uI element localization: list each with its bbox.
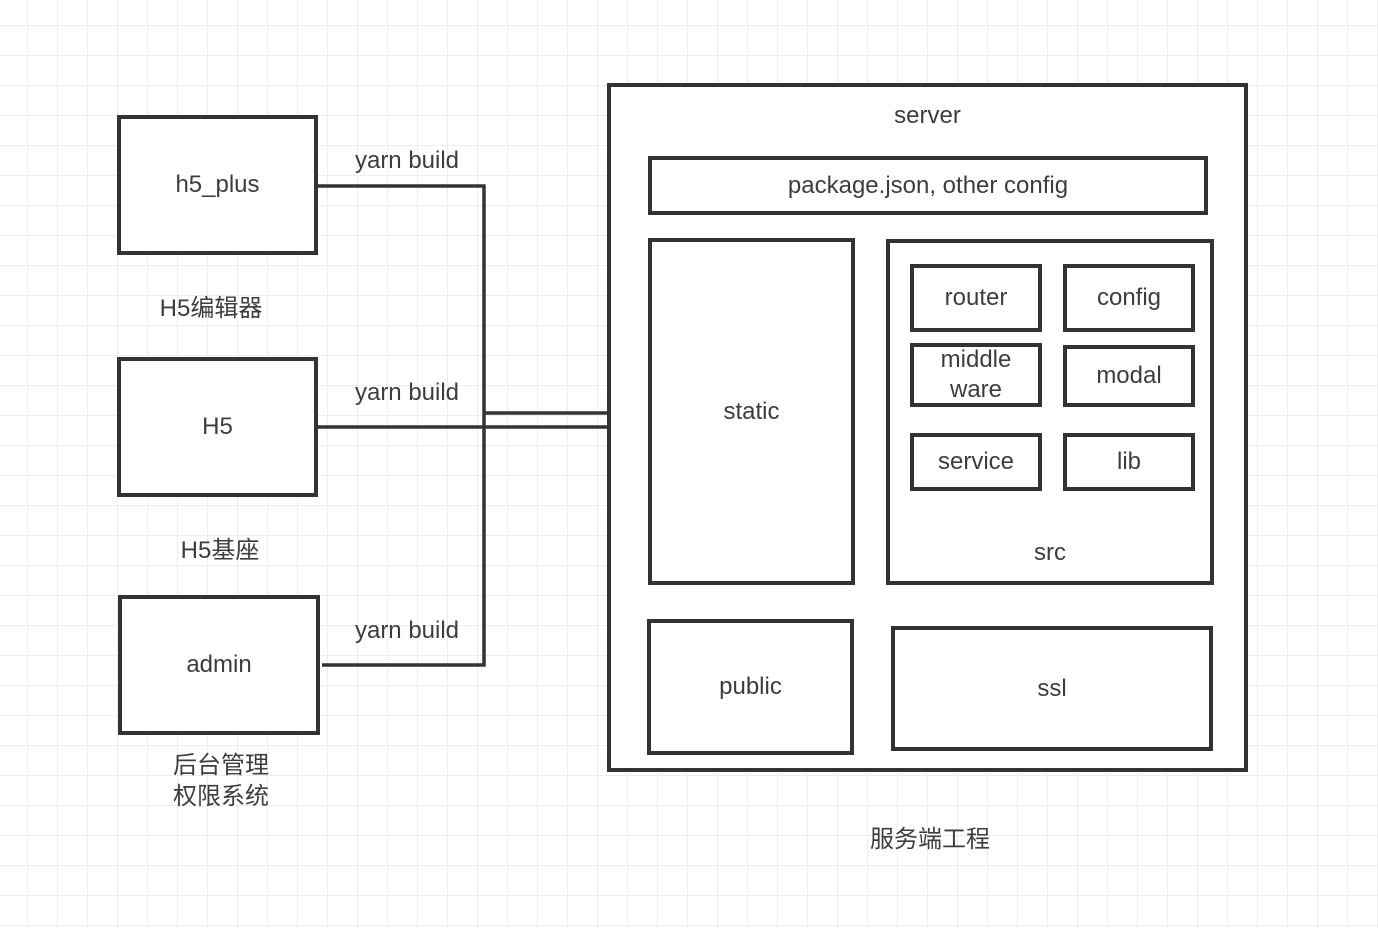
node-router-label: router <box>944 284 1008 311</box>
node-router: router <box>910 264 1042 332</box>
edge-label-yarn-build-1: yarn build <box>354 147 460 174</box>
server-title: server <box>894 102 961 129</box>
node-static: static <box>648 238 855 585</box>
node-h5: H5 <box>117 357 318 497</box>
node-service: service <box>910 433 1042 491</box>
node-static-label: static <box>723 397 780 425</box>
node-h5-label: H5 <box>202 413 233 440</box>
src-group: router config middle ware modal service … <box>886 239 1214 585</box>
node-public-label: public <box>719 673 782 700</box>
node-middleware: middle ware <box>910 343 1042 407</box>
caption-h5-base: H5基座 <box>180 537 260 564</box>
node-admin: admin <box>118 595 320 735</box>
caption-admin-line2: 权限系统 <box>173 783 269 810</box>
connector-h5plus-admin-collector <box>318 184 486 667</box>
src-group-label: src <box>1034 539 1066 566</box>
node-h5-plus: h5_plus <box>117 115 318 255</box>
node-h5-plus-label: h5_plus <box>175 171 260 198</box>
caption-server-project: 服务端工程 <box>870 826 990 853</box>
node-lib-label: lib <box>1116 448 1141 475</box>
node-config-label: config <box>1096 284 1162 311</box>
node-ssl-label: ssl <box>1037 674 1067 702</box>
node-package-config: package.json, other config <box>648 156 1208 215</box>
node-config: config <box>1063 264 1195 332</box>
node-public: public <box>647 619 854 755</box>
caption-admin-system: 后台管理 权限系统 <box>173 750 269 812</box>
node-lib: lib <box>1063 433 1195 491</box>
node-middleware-label: middle ware <box>940 346 1012 403</box>
node-service-label: service <box>937 448 1015 475</box>
node-admin-label: admin <box>186 651 252 678</box>
node-package-config-label: package.json, other config <box>787 171 1069 199</box>
node-modal: modal <box>1063 345 1195 407</box>
node-ssl: ssl <box>891 626 1213 751</box>
caption-admin-line1: 后台管理 <box>173 752 269 779</box>
caption-h5-editor: H5编辑器 <box>159 295 263 322</box>
edge-label-yarn-build-3: yarn build <box>354 617 460 644</box>
edge-label-yarn-build-2: yarn build <box>354 379 460 406</box>
server-container: server package.json, other config static… <box>607 83 1248 772</box>
node-modal-label: modal <box>1096 362 1162 389</box>
